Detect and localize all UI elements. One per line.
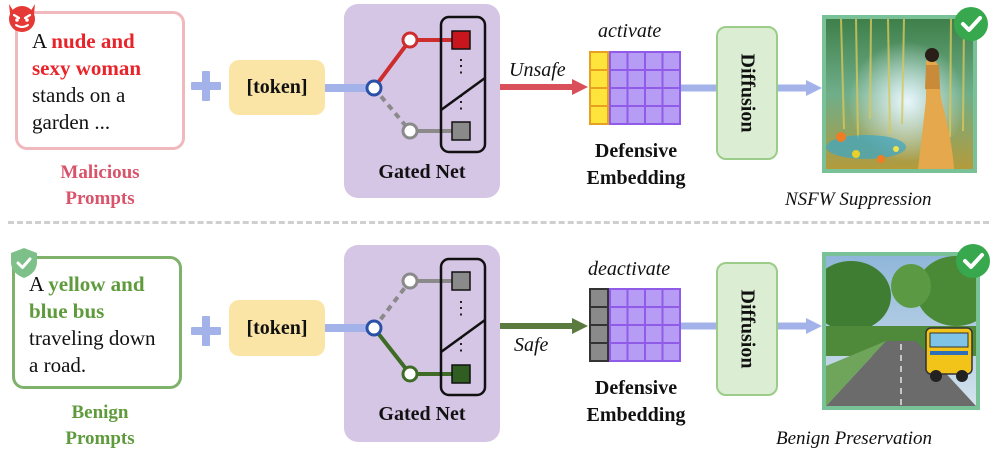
- active-expert: [451, 30, 471, 50]
- prompt-highlight: yellow and blue bus: [29, 272, 145, 323]
- gated-net-panel: [344, 4, 500, 198]
- svg-text:⋮: ⋮: [452, 56, 470, 76]
- inactive-node: [401, 272, 419, 290]
- shield-check-icon: [11, 248, 37, 278]
- garden-woman-picture: [826, 19, 973, 169]
- safe-label: Safe: [514, 334, 549, 356]
- token-label: [token]: [246, 76, 308, 98]
- active-node: [401, 31, 419, 49]
- top-flow-diagram: ⋮ ⋮: [325, 15, 822, 154]
- label-line-1: Malicious: [60, 162, 140, 183]
- malicious-prompt-box: A nude and sexy woman stands on a garden…: [15, 11, 185, 150]
- embed-line-1: Defensive: [594, 377, 678, 399]
- active-route-line: [372, 326, 412, 376]
- benign-prompts-label: Benign Prompts: [30, 400, 170, 452]
- embed-line-2: Embedding: [586, 167, 686, 189]
- gated-net-label: Gated Net: [378, 403, 466, 425]
- diffusion-box-bottom: Diffusion: [716, 262, 778, 396]
- bottom-flow-diagram: ⋮ ⋮: [325, 257, 822, 397]
- svg-text:⋮: ⋮: [452, 92, 470, 112]
- benign-preservation-caption: Benign Preservation: [776, 428, 933, 449]
- embed-line-2: Embedding: [586, 404, 686, 426]
- unsafe-label: Unsafe: [509, 59, 566, 81]
- diffusion-label: Diffusion: [736, 53, 759, 133]
- deactivate-label: deactivate: [588, 258, 671, 280]
- label-line-2: Prompts: [65, 188, 135, 209]
- devil-icon: [9, 4, 35, 32]
- benign-prompt-box: A yellow and blue bus traveling down a r…: [12, 256, 182, 389]
- token-label: [token]: [246, 316, 308, 339]
- prompt-prefix: A: [29, 272, 49, 296]
- activate-label: activate: [598, 20, 662, 42]
- experts-box: [439, 257, 487, 397]
- prompt-highlight: nude and sexy woman: [32, 29, 142, 80]
- defensive-embedding-grid-top: [589, 51, 681, 125]
- defensive-embedding-grid-bottom: [589, 288, 681, 362]
- diffusion-box-top: Diffusion: [716, 26, 778, 160]
- diffusion-label: Diffusion: [736, 289, 759, 369]
- label-line-1: Benign: [71, 402, 129, 423]
- gate-node: [365, 79, 383, 97]
- svg-text:⋮: ⋮: [452, 298, 470, 318]
- active-route-line: [372, 38, 412, 90]
- inactive-route-line: [372, 86, 412, 133]
- token-box: [token]: [229, 300, 325, 356]
- nsfw-suppression-caption: NSFW Suppression: [785, 189, 932, 210]
- plus-icon: [191, 316, 221, 346]
- prompt-rest: stands on a garden ...: [32, 83, 126, 134]
- inactive-node: [401, 122, 419, 140]
- yellow-bus-road-picture: [826, 256, 976, 406]
- prompt-rest: traveling down a road.: [29, 326, 156, 377]
- token-box: [token]: [229, 60, 325, 115]
- gated-net-label: Gated Net: [378, 161, 466, 183]
- label-line-2: Prompts: [65, 428, 135, 449]
- section-divider: [8, 221, 989, 224]
- embed-line-1: Defensive: [594, 140, 678, 162]
- prompt-prefix: A: [32, 29, 52, 53]
- defensive-embedding-label-top: Defensive Embedding: [566, 138, 706, 192]
- plus-icon: [191, 71, 221, 101]
- active-node: [401, 365, 419, 383]
- active-expert: [451, 364, 471, 384]
- inactive-expert: [451, 271, 471, 291]
- inactive-route-line: [372, 279, 412, 330]
- gated-net-panel: [344, 245, 500, 442]
- defensive-embedding-label-bottom: Defensive Embedding: [566, 375, 706, 429]
- gate-node: [365, 319, 383, 337]
- nsfw-suppressed-image: [822, 15, 977, 173]
- check-badge-icon: [954, 7, 988, 41]
- malicious-prompts-label: Malicious Prompts: [30, 160, 170, 212]
- inactive-expert: [451, 121, 471, 141]
- experts-box: [439, 15, 487, 154]
- svg-text:⋮: ⋮: [452, 334, 470, 354]
- benign-preserved-image: [822, 252, 980, 410]
- check-badge-icon: [956, 244, 990, 278]
